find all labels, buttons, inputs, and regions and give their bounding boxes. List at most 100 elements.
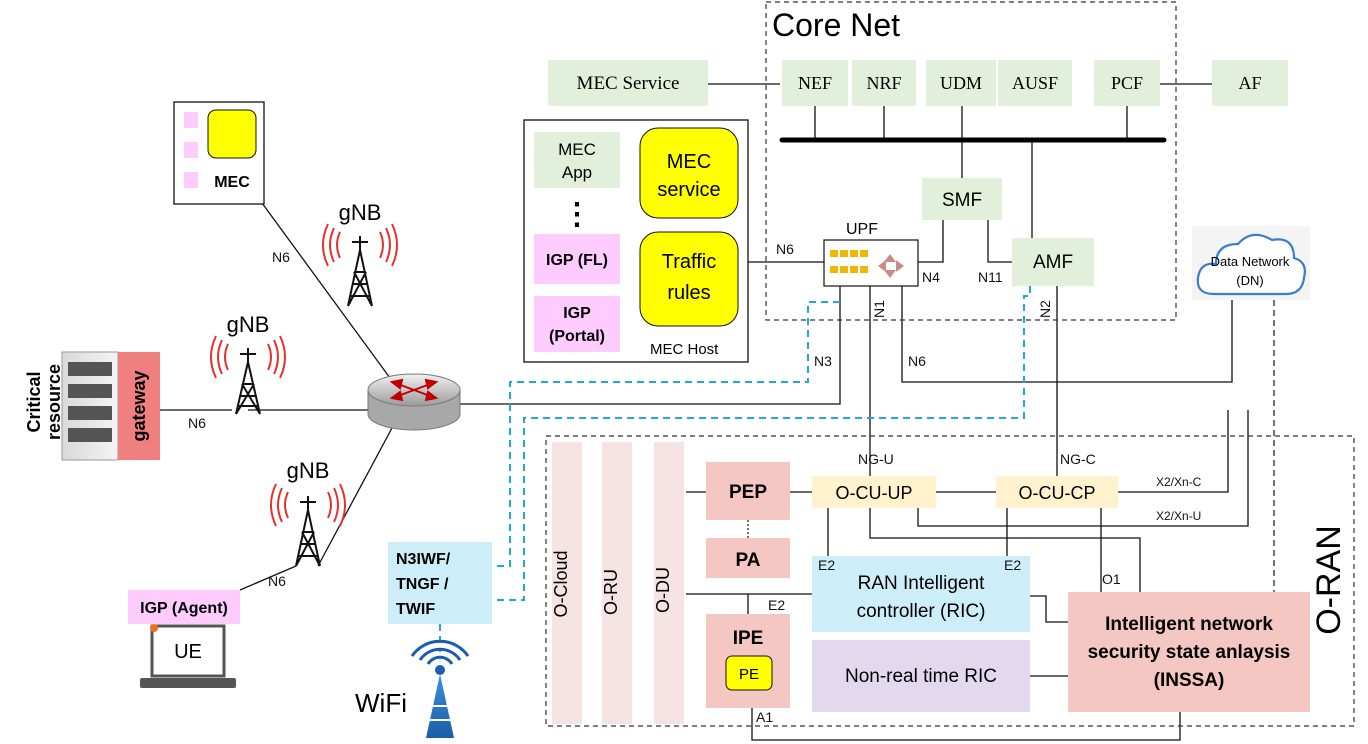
o-cu-up-box[interactable]: O-CU-UP [812,476,936,508]
data-network-cloud[interactable]: Data Network (DN) [1192,226,1310,300]
igp-agent-box[interactable] [128,590,240,624]
pep-box[interactable]: PEP [706,462,790,520]
inssa-line3: (INSSA) [1154,670,1225,691]
ausf-box[interactable]: AUSF [998,60,1072,106]
non-rt-ric-label: Non-real time RIC [845,666,997,687]
ng-u-label: NG-U [858,451,894,467]
pcf-box[interactable]: PCF [1094,60,1160,106]
igp-portal-box[interactable]: IGP (Portal) [534,296,620,352]
smf-box[interactable]: SMF [922,178,1002,220]
smf-label: SMF [942,190,982,211]
non-rt-ric-box[interactable]: Non-real time RIC [812,640,1030,712]
gnb-label-bottom: gNB [287,458,330,483]
n3iwf-line2: TNGF / [396,576,449,593]
igp-fl-box[interactable]: IGP (FL) [534,234,620,284]
upf-router-icon [878,254,904,278]
upf-switch-icon [830,250,868,273]
af-box[interactable]: AF [1212,60,1288,106]
core-net-boundary [765,1,1177,321]
udm-box[interactable]: UDM [926,60,996,106]
pcf-label: PCF [1111,73,1143,93]
wifi-tower[interactable]: WiFi [355,639,470,738]
igp-fl-label: IGP (FL) [546,252,608,269]
o-ru-column[interactable]: O-RU [601,442,632,724]
nef-label: NEF [798,73,832,93]
ng-c-label: NG-C [1060,451,1096,467]
n6-label-ue: N6 [268,573,286,589]
router-icon[interactable] [367,373,461,431]
n3iwf-line3: TWIF [396,601,435,618]
inssa-line1: Intelligent network [1105,614,1273,635]
cloud-icon [1196,233,1306,296]
gnb-tower-middle[interactable]: gNB [210,312,286,415]
ric-line2: controller (RIC) [857,601,986,622]
mec-service-line2: service [657,179,720,201]
antenna-icon [210,335,286,379]
upf-label: UPF [846,221,878,238]
n6-label-mec-device: N6 [272,249,290,265]
ue-device[interactable]: IGP (Agent) UE [128,590,240,688]
n3-label: N3 [814,353,832,369]
pa-box[interactable]: PA [706,538,790,578]
ipe-box[interactable]: IPE PE [706,614,790,708]
pa-label: PA [736,550,761,571]
o-ru-label: O-RU [601,569,621,615]
pep-label: PEP [729,482,767,503]
e2-label-up: E2 [818,557,835,573]
o-cu-cp-box[interactable]: O-CU-CP [996,476,1118,508]
ric-line1: RAN Intelligent [858,573,985,594]
o-cloud-column[interactable]: O-Cloud [551,442,582,724]
dn-line2: (DN) [1236,273,1263,288]
o-cloud-label: O-Cloud [551,550,571,617]
nrf-label: NRF [866,73,901,93]
mec-service-box[interactable]: MEC Service [548,60,708,106]
traffic-rules-box[interactable]: Traffic rules [639,231,739,327]
ric-box[interactable]: RAN Intelligent controller (RIC) [812,556,1030,632]
n3iwf-box[interactable]: N3IWF/ TNGF / TWIF [388,542,492,624]
o-du-label: O-DU [653,567,673,613]
inssa-box[interactable]: Intelligent network security state anlay… [1068,592,1310,712]
antenna-icon [322,223,398,267]
udm-label: UDM [940,73,982,93]
gnb-label-middle: gNB [227,312,270,337]
ue-status-dot [150,624,158,632]
x2-xn-u-label: X2/Xn-U [1156,509,1201,523]
nef-box[interactable]: NEF [782,60,848,106]
gnb-label-top: gNB [339,200,382,225]
pe-label: PE [739,666,759,683]
critical-resource-line2: resource [44,364,64,440]
mec-app-ellipsis: ⋮ [562,198,592,231]
igp-agent-label: IGP (Agent) [140,600,228,617]
wifi-waves-icon [410,639,470,665]
o-cu-up-label: O-CU-UP [836,483,913,503]
critical-resource[interactable]: Critical resource gateway [24,351,160,461]
a1-label: A1 [756,709,773,725]
upf-box[interactable] [823,239,919,287]
server-rack-icon [61,351,119,461]
n1-label: N1 [871,300,887,318]
mec-host-label: MEC Host [650,341,719,358]
mec-host: MEC App ⋮ MEC service IGP (FL) Traffic r… [523,119,749,363]
o1-label: O1 [1102,571,1121,587]
tower-icon [235,348,261,415]
mec-service-internal-box[interactable]: MEC service [639,127,739,219]
af-label: AF [1238,73,1261,93]
amf-box[interactable]: AMF [1012,238,1094,286]
gnb-tower-top[interactable]: gNB [322,200,398,307]
e2-label-cp: E2 [1004,557,1021,573]
o-du-column[interactable]: O-DU [653,442,684,724]
gnb-tower-bottom[interactable]: gNB [270,458,346,567]
n6-label-dn: N6 [908,353,926,369]
gateway-label: gateway [129,370,149,441]
mec-service-line1: MEC [667,151,711,173]
core-net-title: Core Net [772,7,900,43]
tower-icon [295,496,321,567]
n3iwf-dashed-links [439,286,1031,652]
mec-device-label: MEC [214,174,250,191]
mec-app-box[interactable]: MEC App [534,132,620,188]
traffic-rules-line2: rules [667,282,710,304]
mec-service-label: MEC Service [577,73,680,94]
pe-box[interactable] [725,655,773,691]
nrf-box[interactable]: NRF [852,60,916,106]
mec-device[interactable]: MEC [173,101,265,205]
